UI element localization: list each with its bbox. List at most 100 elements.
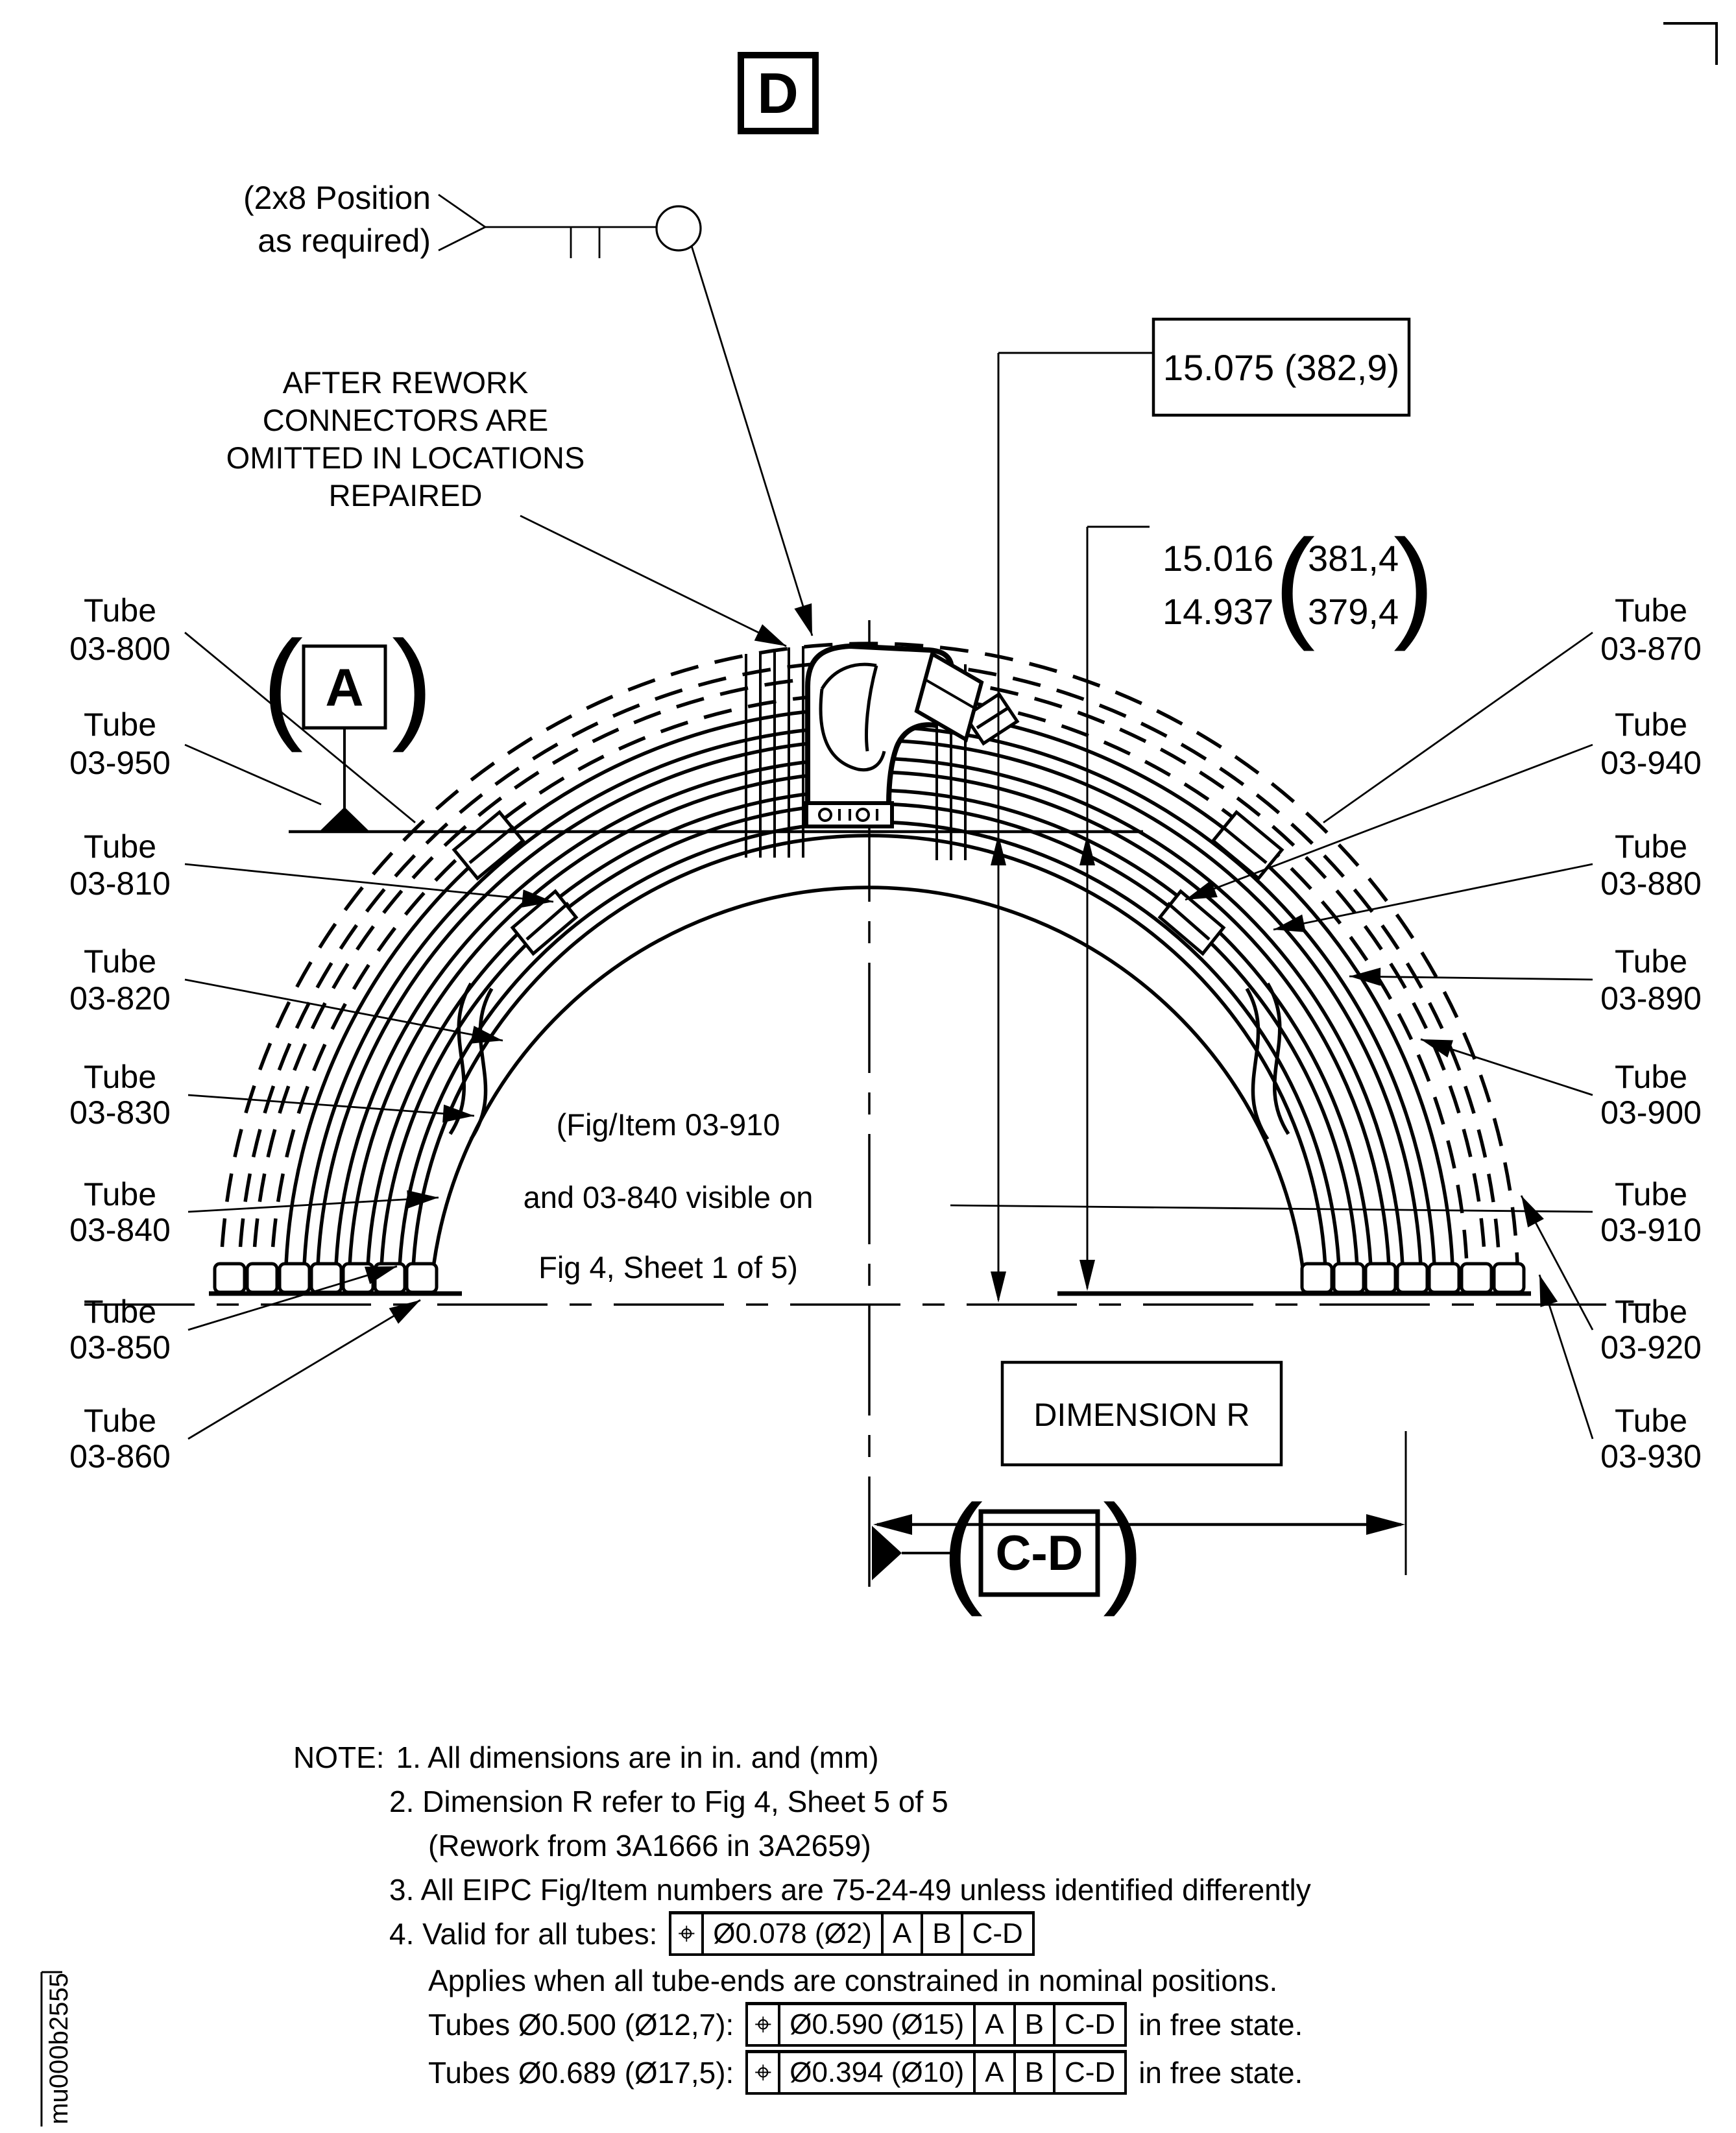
feature-control-frame-all-tubes: ⌖ Ø0.078 (Ø2) A B C-D — [669, 1911, 1035, 1956]
limit-upper-in: 15.016 — [1163, 538, 1273, 579]
tube-label: Tube — [1615, 1403, 1687, 1439]
tube-label: 03-920 — [1600, 1329, 1702, 1366]
note-2: 2. Dimension R refer to Fig 4, Sheet 5 o… — [389, 1784, 948, 1819]
note-2-text: 2. Dimension R refer to Fig 4, Sheet 5 o… — [389, 1785, 948, 1818]
tube-label: Tube — [84, 1294, 156, 1330]
datum-a-triangle-icon — [319, 807, 370, 832]
limit-lower-mm: 379,4 — [1308, 591, 1399, 632]
position-note-line1: (2x8 Position — [243, 180, 431, 216]
tube-label: Tube — [84, 1403, 156, 1439]
limit-upper-mm: 381,4 — [1308, 538, 1399, 579]
note-2b: (Rework from 3A1666 in 3A2659) — [428, 1828, 871, 1863]
note-3-text: 3. All EIPC Fig/Item numbers are 75-24-4… — [389, 1873, 1311, 1907]
position-tolerance-icon: ⌖ — [748, 2053, 781, 2092]
tube-arc — [219, 642, 1520, 1293]
note-label: NOTE: — [293, 1741, 385, 1774]
tube-label: Tube — [84, 706, 156, 743]
position-note: (2x8 Position as required) — [243, 180, 814, 636]
datum-d-symbol: D — [738, 52, 819, 134]
datum-cd-symbol: ( C-D ) — [872, 1480, 1144, 1617]
feature-control-frame-d689: ⌖ Ø0.394 (Ø10) A B C-D — [745, 2050, 1127, 2095]
tube-label: 03-860 — [69, 1438, 171, 1475]
limit-lower-in: 14.937 — [1163, 591, 1273, 632]
datum-cd-close-paren: ) — [1103, 1480, 1144, 1617]
tube-arc — [429, 886, 1307, 1293]
tube-label: 03-800 — [69, 631, 171, 667]
datum-cd-open-paren: ( — [942, 1480, 983, 1617]
tube-label: 03-880 — [1600, 865, 1702, 902]
leader-lines — [184, 631, 1594, 1440]
datum-a-open-paren: ( — [262, 616, 303, 753]
fcf-datum-cd: C-D — [1064, 2056, 1116, 2088]
tube-label: Tube — [1615, 1059, 1687, 1095]
note-5: Tubes Ø0.500 (Ø12,7): ⌖ Ø0.590 (Ø15) A B… — [428, 2002, 1303, 2047]
top-right-corner-mark — [1663, 22, 1718, 65]
datum-cd-triangle-icon — [872, 1526, 902, 1580]
note-5-suffix: in free state. — [1139, 2007, 1303, 2042]
tube-label: 03-840 — [69, 1212, 171, 1248]
tube-label: Tube — [1615, 706, 1687, 743]
dimension-overall: 15.075 (382,9) — [991, 317, 1411, 1303]
fcf-tolerance: Ø0.078 (Ø2) — [704, 1914, 884, 1953]
tube-label: Tube — [84, 1176, 156, 1212]
dimension-overall-box — [1151, 317, 1411, 417]
rework-note: AFTER REWORK CONNECTORS ARE OMITTED IN L… — [226, 365, 787, 647]
note-4-prefix: 4. Valid for all tubes: — [389, 1916, 658, 1951]
datum-a-close-paren: ) — [392, 616, 433, 753]
connector-nipple — [914, 651, 984, 743]
tube-arc — [237, 660, 1502, 1293]
rework-note-leader — [520, 514, 787, 647]
tube-label: Tube — [1615, 943, 1687, 980]
tube-label: Tube — [84, 943, 156, 980]
position-tolerance-icon: ⌖ — [671, 1914, 705, 1953]
tube-label: Tube — [1615, 828, 1687, 865]
datum-d-label: D — [757, 61, 799, 125]
note-6: Tubes Ø0.689 (Ø17,5): ⌖ Ø0.394 (Ø10) A B… — [428, 2050, 1303, 2095]
datum-a-label: A — [325, 658, 363, 717]
rework-note-line1: AFTER REWORK — [283, 365, 529, 400]
fcf-tolerance: Ø0.394 (Ø10) — [780, 2053, 976, 2092]
tube-label: 03-910 — [1600, 1212, 1702, 1248]
tube-label: Tube — [84, 592, 156, 629]
tube-labels-right: Tube 03-870 Tube 03-940 Tube 03-880 Tube… — [1600, 592, 1702, 1475]
position-note-circle — [655, 205, 702, 252]
centerlines — [84, 620, 1661, 1591]
tube-label: 03-930 — [1600, 1438, 1702, 1475]
datum-cd-label: C-D — [995, 1526, 1083, 1581]
tube-label: 03-890 — [1600, 980, 1702, 1017]
tube-label: Tube — [1615, 1294, 1687, 1330]
tube-label: 03-830 — [69, 1094, 171, 1131]
tube-couplings — [452, 692, 1284, 956]
tube-label: Tube — [84, 828, 156, 865]
fig-item-note-line2: and 03-840 visible on — [524, 1180, 814, 1214]
tube-label: 03-850 — [69, 1329, 171, 1366]
tube-label: 03-810 — [69, 865, 171, 902]
fig-item-note-line1: (Fig/Item 03-910 — [557, 1107, 780, 1142]
fig-item-note: (Fig/Item 03-910 and 03-840 visible on F… — [524, 1107, 814, 1284]
fcf-datum-cd: C-D — [972, 1918, 1023, 1949]
dimension-r-label: DIMENSION R — [1033, 1397, 1249, 1433]
position-tolerance-icon: ⌖ — [748, 2005, 781, 2044]
fcf-datum-a: A — [976, 2053, 1016, 2092]
note-1: NOTE: 1. All dimensions are in in. and (… — [293, 1740, 879, 1775]
apex-connector — [804, 643, 984, 828]
fcf-datum-b: B — [923, 1914, 963, 1953]
limit-open-paren: ( — [1274, 514, 1315, 652]
tube-arc — [411, 834, 1328, 1293]
note-6-prefix: Tubes Ø0.689 (Ø17,5): — [428, 2055, 734, 2090]
note-4b: Applies when all tube-ends are constrain… — [428, 1963, 1277, 1998]
tube-label: Tube — [1615, 1176, 1687, 1212]
note-2b-text: (Rework from 3A1666 in 3A2659) — [428, 1829, 871, 1862]
rework-note-line2: CONNECTORS ARE — [263, 403, 549, 437]
frame-marks: mu000b2555 — [40, 22, 1718, 2127]
tube-label: Tube — [84, 1059, 156, 1095]
note-4: 4. Valid for all tubes: ⌖ Ø0.078 (Ø2) A … — [389, 1911, 1035, 1956]
note-5-prefix: Tubes Ø0.500 (Ø12,7): — [428, 2007, 734, 2042]
dimension-r-box — [1000, 1360, 1283, 1467]
dimension-r: DIMENSION R — [873, 1360, 1407, 1575]
tube-label: 03-820 — [69, 980, 171, 1017]
limit-close-paren: ) — [1393, 514, 1434, 652]
note-4b-text: Applies when all tube-ends are constrain… — [428, 1964, 1278, 1997]
